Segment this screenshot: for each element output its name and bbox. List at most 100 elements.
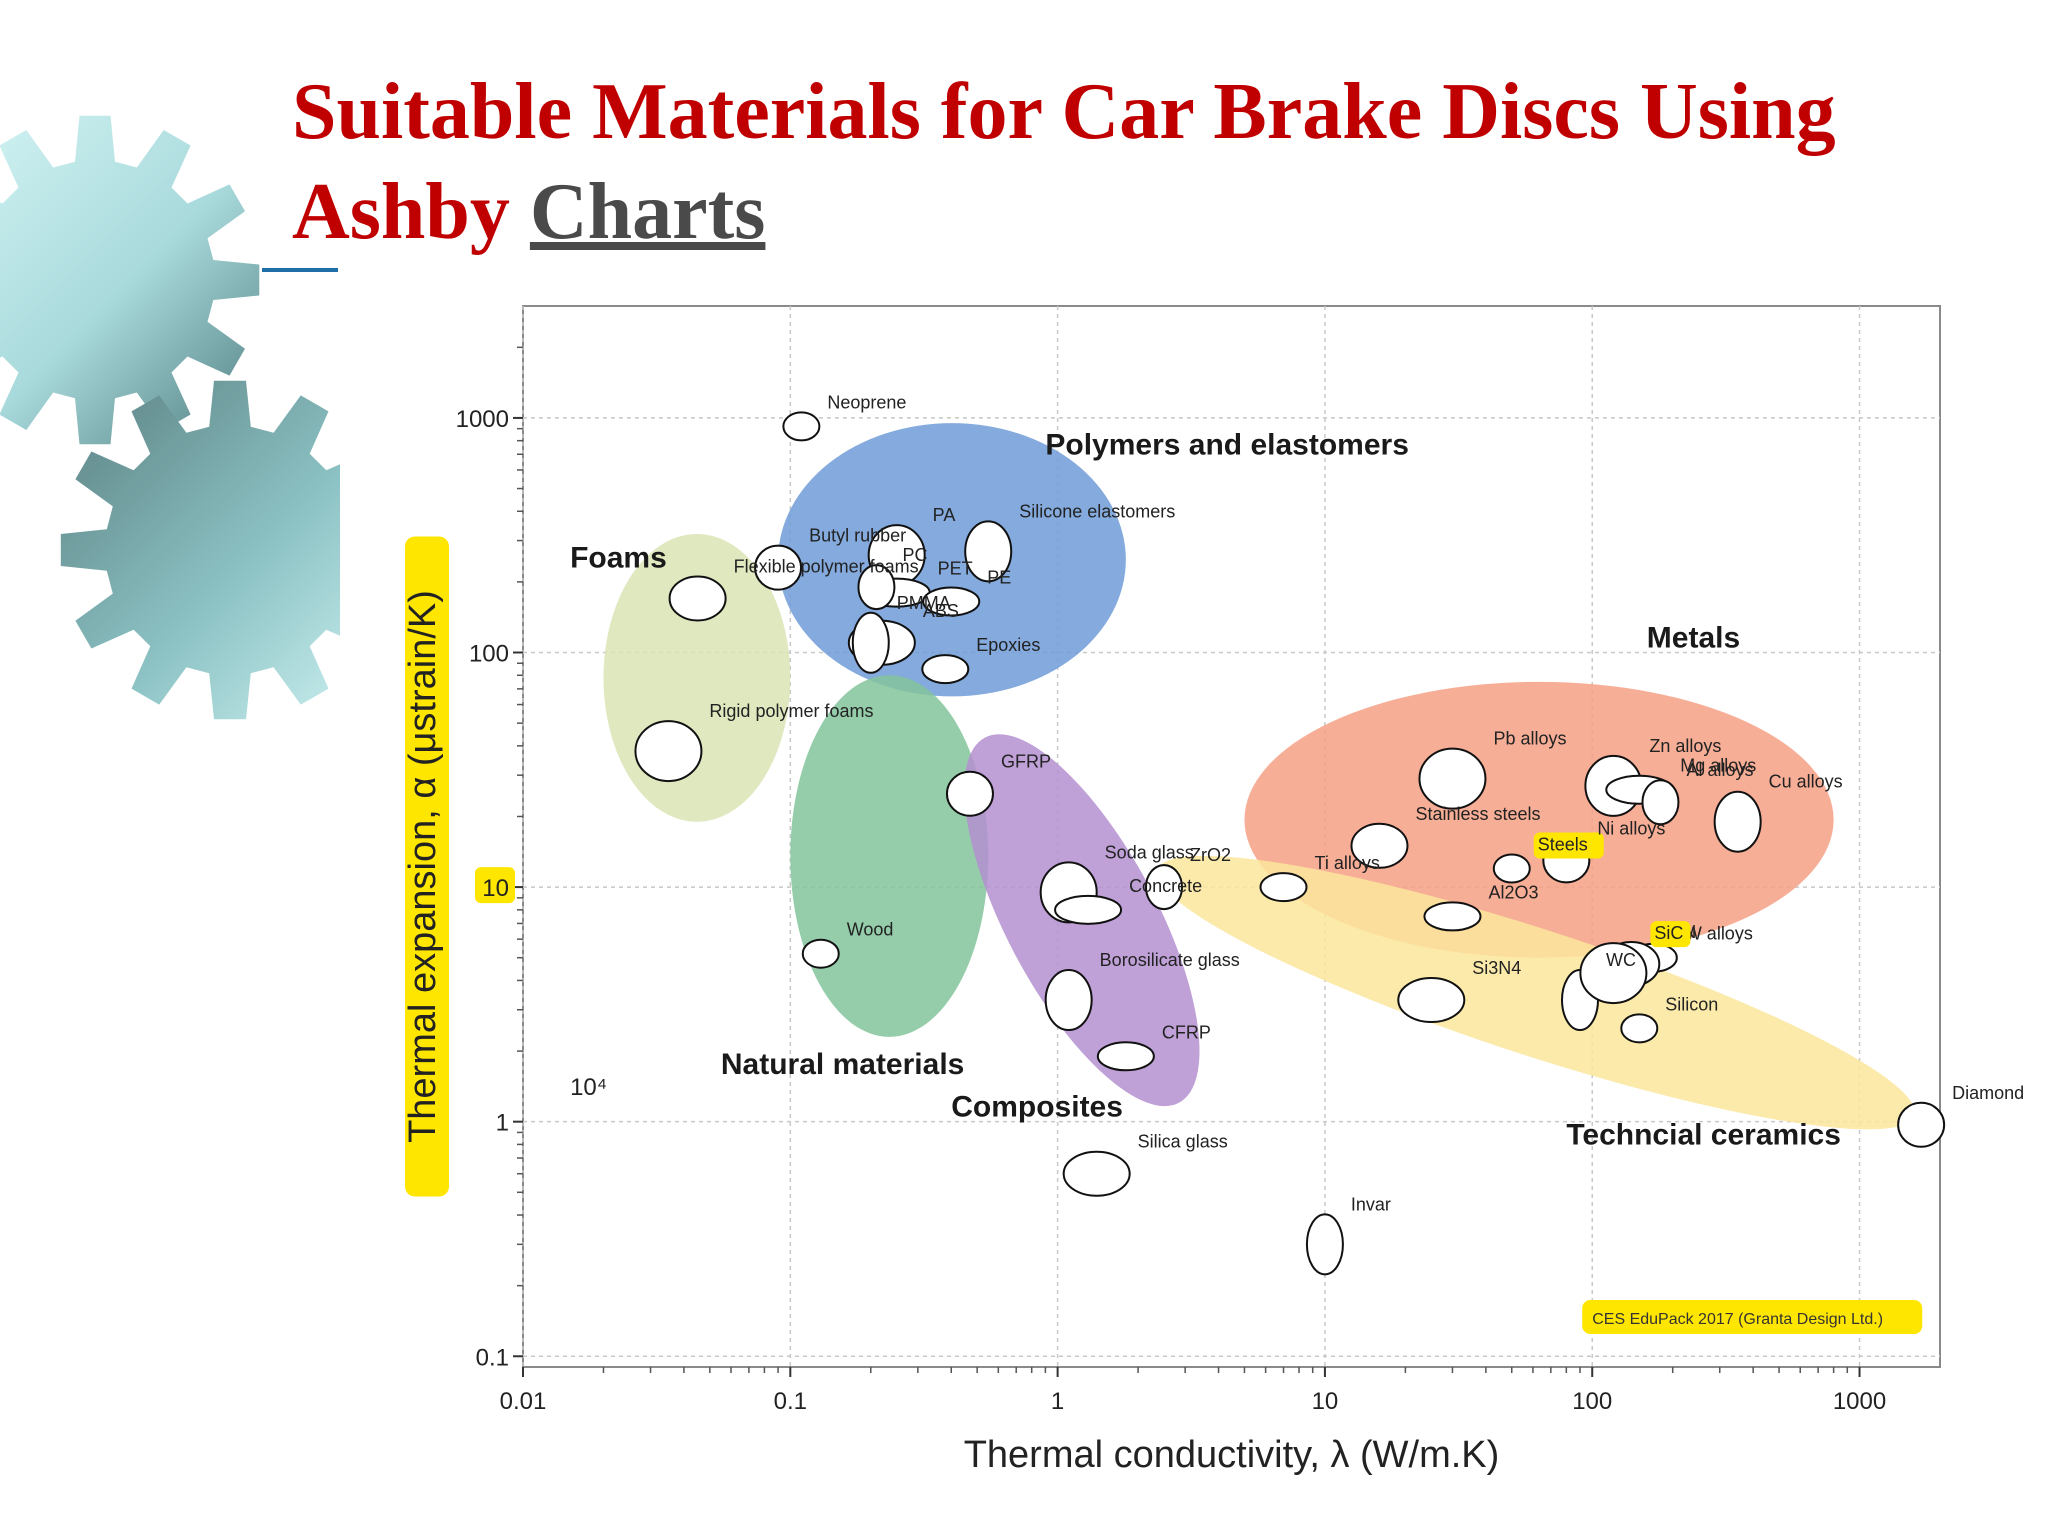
- material-label-ti-alloys: Ti alloys: [1315, 853, 1380, 873]
- material-borosilicate-glass: [1044, 969, 1093, 1032]
- credit-highlight: [1582, 1299, 1923, 1334]
- material-diamond: [1897, 1101, 1946, 1148]
- label-highlight: [1650, 921, 1691, 948]
- x-tick-label: 1: [1051, 1388, 1064, 1415]
- material-label-rigid-polymer-foams: Rigid polymer foams: [709, 701, 873, 721]
- material-cu-alloys: [1713, 790, 1762, 853]
- material-label-wood: Wood: [847, 920, 894, 940]
- x-tick-label: 100: [1572, 1388, 1612, 1415]
- material-label-invar: Invar: [1351, 1194, 1391, 1214]
- title-line-2-prefix: Ashby: [292, 168, 530, 256]
- material-al2o3: [1423, 901, 1482, 932]
- material-silicone-elastomers: [964, 520, 1013, 583]
- family-label-composites: Composites: [951, 1091, 1123, 1124]
- material-families: [603, 423, 1916, 1130]
- material-label-concrete: Concrete: [1129, 876, 1202, 896]
- y-tick-label: 1: [496, 1110, 509, 1137]
- material-invar: [1305, 1213, 1344, 1276]
- y-tick-label: 100: [469, 641, 509, 668]
- family-label-natural-materials: Natural materials: [721, 1048, 964, 1081]
- material-label-pc: PC: [902, 545, 927, 565]
- y-tick-label: 10: [482, 875, 509, 902]
- material-butyl-rubber: [754, 544, 803, 591]
- title-rule: [262, 268, 338, 272]
- material-label-pet: PET: [938, 559, 973, 579]
- family-techncial-ceramics: [1157, 855, 1916, 1130]
- material-silica-glass: [1062, 1150, 1131, 1197]
- material-flexible-polymer-foams: [668, 575, 727, 622]
- material-zro2: [1144, 864, 1183, 911]
- material-label-silicon: Silicon: [1665, 994, 1718, 1014]
- material-label-borosilicate-glass: Borosilicate glass: [1100, 950, 1240, 970]
- material-steels: [1492, 853, 1531, 884]
- charts-link[interactable]: Charts: [529, 168, 766, 256]
- material-neoprene: [782, 411, 821, 442]
- material-label-stainless-steels: Stainless steels: [1415, 804, 1540, 824]
- tick-highlight: [475, 867, 515, 904]
- material-label-abs: ABS: [923, 601, 959, 621]
- material-label-al2o3: Al2O3: [1488, 882, 1538, 902]
- material-label-pa: PA: [933, 505, 956, 525]
- gear-icon: [60, 380, 340, 720]
- material-label-silica-glass: Silica glass: [1138, 1132, 1228, 1152]
- label-highlight: [1533, 832, 1604, 859]
- material-label-neoprene: Neoprene: [827, 392, 906, 412]
- material-silicon: [1620, 1013, 1659, 1044]
- material-al-alloys: [1641, 779, 1680, 826]
- material-label-wc: WC: [1606, 950, 1636, 970]
- material-ti-alloys: [1259, 872, 1308, 903]
- material-rigid-polymer-foams: [634, 720, 703, 783]
- y-tick-label: 1000: [456, 406, 509, 433]
- material-label-soda-glass: Soda glass: [1105, 842, 1194, 862]
- material-wood: [801, 938, 840, 969]
- material-label-mg-alloys: Mg alloys: [1680, 756, 1756, 776]
- material-concrete: [1054, 894, 1123, 925]
- material-gfrp: [945, 770, 994, 817]
- page-title: Suitable Materials for Car Brake Discs U…: [292, 62, 1992, 262]
- material-label-pmma: PMMA: [897, 593, 951, 613]
- material-sic: [1579, 942, 1648, 1005]
- family-label-metals: Metals: [1647, 622, 1740, 655]
- x-tick-label: 10: [1312, 1388, 1339, 1415]
- material-cfrp: [1096, 1041, 1155, 1072]
- material-pmma: [851, 611, 890, 674]
- material-pc: [857, 564, 896, 611]
- material-label-ni-alloys: Ni alloys: [1597, 818, 1665, 838]
- material-label-epoxies: Epoxies: [976, 635, 1040, 655]
- material-label-gfrp: GFRP: [1001, 752, 1051, 772]
- material-label-pb-alloys: Pb alloys: [1493, 729, 1566, 749]
- material-label-cu-alloys: Cu alloys: [1769, 772, 1843, 792]
- material-label-zro2: ZrO2: [1190, 845, 1231, 865]
- y-tick-label: 0.1: [476, 1344, 509, 1371]
- title-line-1: Suitable Materials for Car Brake Discs U…: [292, 68, 1836, 156]
- chart-credit: CES EduPack 2017 (Granta Design Ltd.): [1592, 1311, 1883, 1328]
- x-tick-label: 0.1: [774, 1388, 807, 1415]
- y-label-highlight: [405, 536, 449, 1197]
- material-label-al-alloys: Al alloys: [1686, 760, 1753, 780]
- material-epoxies: [921, 654, 970, 685]
- material-label-steels: Steels: [1538, 835, 1588, 855]
- x-axis-label: Thermal conductivity, λ (W/m.K): [964, 1434, 1500, 1476]
- material-stainless-steels: [1350, 822, 1409, 869]
- gear-shape: [0, 115, 260, 445]
- material-si3n4: [1397, 977, 1466, 1024]
- material-label-silicone-elastomers: Silicone elastomers: [1019, 501, 1175, 521]
- material-label-w-alloys: W alloys: [1685, 924, 1753, 944]
- material-label-butyl-rubber: Butyl rubber: [809, 526, 906, 546]
- y-axis-label: Thermal expansion, α (μstrain/K): [402, 590, 444, 1143]
- gear-shape: [60, 380, 340, 720]
- material-label-zn-alloys: Zn alloys: [1649, 736, 1721, 756]
- family-label-foams: Foams: [570, 542, 667, 575]
- gear-icon: [0, 115, 260, 445]
- material-label-si3n4: Si3N4: [1472, 958, 1521, 978]
- x-tick-label: 0.01: [500, 1388, 547, 1415]
- material-bubbles: [634, 411, 1946, 1276]
- family-natural-materials: [790, 675, 989, 1037]
- x-tick-label: 1000: [1833, 1388, 1886, 1415]
- material-label-sic: SiC: [1654, 923, 1683, 943]
- material-label-cfrp: CFRP: [1162, 1022, 1211, 1042]
- family-label-polymers-and-elastomers: Polymers and elastomers: [1045, 428, 1409, 461]
